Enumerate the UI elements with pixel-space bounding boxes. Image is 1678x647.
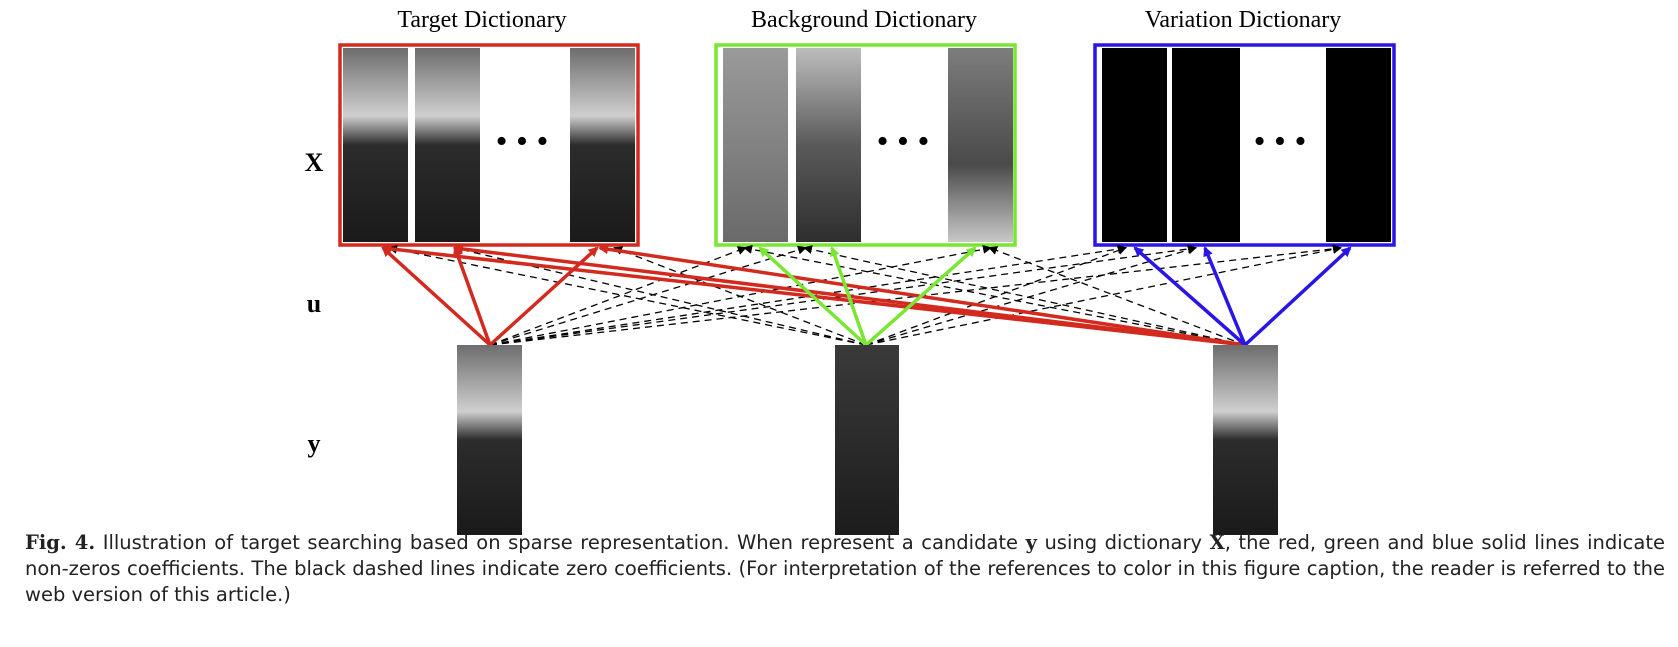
caption-x: X [1209, 531, 1225, 554]
background-atom-2 [796, 48, 861, 242]
zero-coefficient-lines [388, 244, 1342, 346]
row-label-u: u [307, 289, 321, 318]
candidate-variation-image [1213, 345, 1278, 535]
candidate-target-image [457, 345, 522, 535]
background-dictionary: • • • [714, 43, 1017, 247]
background-atom-1 [723, 48, 788, 242]
candidate-background-image [835, 345, 899, 535]
caption-text-2: using dictionary [1044, 531, 1203, 554]
variation-atom-n [1326, 48, 1391, 242]
background-ellipsis: • • • [877, 123, 930, 160]
variation-atom-2 [1172, 48, 1240, 242]
target-dictionary-frame [338, 43, 640, 247]
figure: Target Dictionary Background Dictionary … [305, 7, 1396, 535]
target-dictionary-title: Target Dictionary [397, 7, 566, 33]
variation-dictionary-frame [1093, 43, 1396, 247]
variation-coefficient-lines [1133, 246, 1352, 347]
target-atom-n [570, 48, 635, 242]
target-atom-2 [415, 48, 480, 242]
caption-text-1: Illustration of target searching based o… [102, 531, 1019, 554]
row-label-x: X [305, 148, 324, 177]
caption-label: Fig. 4. [25, 531, 96, 554]
variation-ellipsis: • • • [1254, 123, 1307, 160]
background-dictionary-frame [714, 43, 1017, 247]
caption-text-3: , the red, green and blue solid lines in… [25, 531, 1665, 606]
variation-atom-1 [1102, 48, 1167, 242]
variation-dictionary-title: Variation Dictionary [1145, 7, 1342, 33]
target-atom-1 [343, 48, 408, 242]
background-dictionary-title: Background Dictionary [751, 7, 977, 33]
caption-y: y [1025, 531, 1037, 554]
target-ellipsis: • • • [496, 123, 549, 160]
background-atom-n [948, 48, 1013, 242]
row-label-y: y [308, 429, 321, 458]
variation-dictionary: • • • [1093, 43, 1396, 247]
target-dictionary: • • • [338, 43, 640, 247]
background-coefficient-lines [758, 246, 977, 347]
figure-caption: Fig. 4. Illustration of target searching… [25, 530, 1665, 608]
